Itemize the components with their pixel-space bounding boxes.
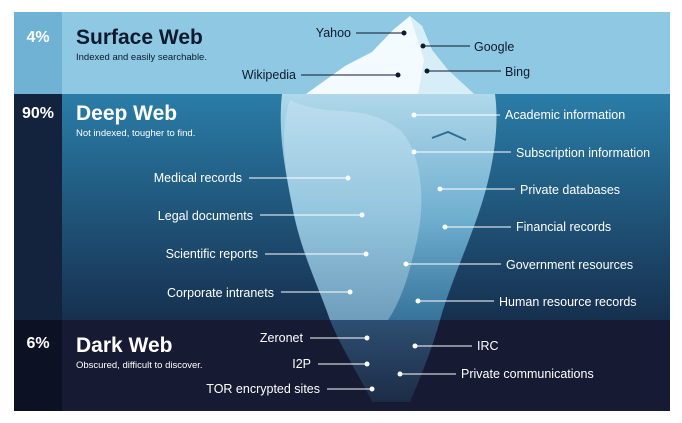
dot-irc <box>412 343 418 349</box>
label-academic-information-text: Academic information <box>505 108 625 122</box>
dark-percent: 6% <box>26 335 49 352</box>
dot-medical-records <box>345 175 351 181</box>
label-wikipedia-text: Wikipedia <box>242 68 296 82</box>
label-zeronet-text: Zeronet <box>260 331 304 345</box>
iceberg-facet <box>284 100 422 320</box>
label-yahoo: Yahoo <box>316 26 407 40</box>
deep-percent: 90% <box>22 105 54 122</box>
label-private-databases: Private databases <box>437 183 620 197</box>
label-yahoo-text: Yahoo <box>316 26 351 40</box>
label-financial-records-text: Financial records <box>516 220 611 234</box>
label-tor-sites-text: TOR encrypted sites <box>206 382 320 396</box>
label-human-resource-records-text: Human resource records <box>499 295 637 309</box>
label-wikipedia: Wikipedia <box>242 68 401 82</box>
label-government-resources: Government resources <box>403 258 633 272</box>
surface-percent-cell <box>14 12 62 94</box>
dot-academic-information <box>411 112 417 118</box>
deep-percent-cell <box>14 94 62 320</box>
iceberg-dark-tip <box>330 320 440 402</box>
deep-title: Deep Web <box>76 102 177 125</box>
dot-corporate-intranets <box>347 289 353 295</box>
label-bing: Bing <box>424 65 530 79</box>
dot-legal-documents <box>359 212 365 218</box>
dot-wikipedia <box>395 72 401 78</box>
label-google: Google <box>420 40 514 54</box>
dark-subtitle: Obscured, difficult to discover. <box>76 360 203 371</box>
dot-government-resources <box>403 261 409 267</box>
label-medical-records-text: Medical records <box>154 171 242 185</box>
label-scientific-reports: Scientific reports <box>166 247 369 261</box>
dot-private-databases <box>437 186 443 192</box>
dot-i2p <box>364 361 370 367</box>
label-tor-sites: TOR encrypted sites <box>206 382 375 396</box>
label-scientific-reports-text: Scientific reports <box>166 247 258 261</box>
label-private-communications: Private communications <box>397 367 594 381</box>
label-subscription-information-text: Subscription information <box>516 146 650 160</box>
label-zeronet: Zeronet <box>260 331 370 345</box>
dot-yahoo <box>401 30 407 36</box>
dark-percent-cell <box>14 320 62 411</box>
label-legal-documents: Legal documents <box>158 209 365 223</box>
label-i2p-text: I2P <box>292 357 311 371</box>
label-human-resource-records: Human resource records <box>415 295 637 309</box>
iceberg-crack <box>431 130 467 141</box>
dark-title: Dark Web <box>76 334 172 357</box>
label-private-communications-text: Private communications <box>461 367 594 381</box>
dot-scientific-reports <box>363 251 369 257</box>
dot-subscription-information <box>411 149 417 155</box>
label-academic-information: Academic information <box>411 108 625 122</box>
dot-tor-sites <box>369 386 375 392</box>
label-irc-text: IRC <box>477 339 499 353</box>
dot-google <box>420 43 426 49</box>
label-subscription-information: Subscription information <box>411 146 650 160</box>
label-corporate-intranets-text: Corporate intranets <box>167 286 274 300</box>
dot-human-resource-records <box>415 298 421 304</box>
label-government-resources-text: Government resources <box>506 258 633 272</box>
surface-percent: 4% <box>26 29 49 46</box>
label-irc: IRC <box>412 339 499 353</box>
label-bing-text: Bing <box>505 65 530 79</box>
dot-zeronet <box>364 335 370 341</box>
label-i2p: I2P <box>292 357 370 371</box>
label-google-text: Google <box>474 40 514 54</box>
dot-private-communications <box>397 371 403 377</box>
dot-bing <box>424 68 430 74</box>
label-private-databases-text: Private databases <box>520 183 620 197</box>
surface-subtitle: Indexed and easily searchable. <box>76 52 207 63</box>
label-legal-documents-text: Legal documents <box>158 209 253 223</box>
label-financial-records: Financial records <box>442 220 611 234</box>
label-corporate-intranets: Corporate intranets <box>167 286 353 300</box>
label-medical-records: Medical records <box>154 171 351 185</box>
iceberg-tip-shade <box>410 16 474 94</box>
deep-subtitle: Not indexed, tougher to find. <box>76 128 195 139</box>
dot-financial-records <box>442 224 448 230</box>
surface-title: Surface Web <box>76 26 203 49</box>
